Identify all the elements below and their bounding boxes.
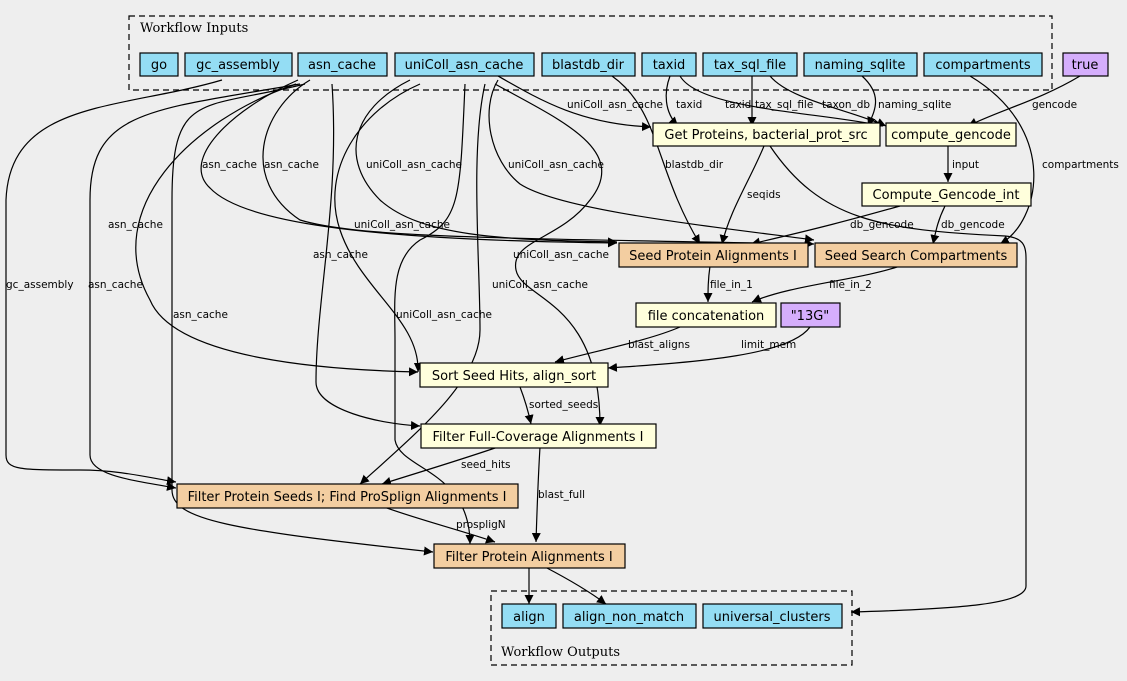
input-node-naming-sqlite[interactable]: naming_sqlite [803,52,918,77]
output-nodes: align align_non_match universal_clusters [501,603,843,629]
edge-label: uniColl_asn_cache [492,279,588,291]
svg-text:"13G": "13G" [791,309,830,324]
svg-text:align: align [513,610,545,625]
edge-label: input [952,159,979,171]
step-compute-gencode-int[interactable]: Compute_Gencode_int [861,182,1032,207]
step-filter-full-coverage[interactable]: Filter Full-Coverage Alignments I [420,423,657,449]
step-compute-gencode[interactable]: compute_gencode [885,122,1017,147]
svg-text:Seed Search Compartments: Seed Search Compartments [825,249,1008,264]
svg-text:Seed Protein Alignments I: Seed Protein Alignments I [629,249,797,264]
edge-label: seqids [747,189,781,201]
edge-label: asn_cache [264,159,319,171]
svg-text:compartments: compartments [935,58,1030,73]
input-node-asn-cache[interactable]: asn_cache [297,52,388,77]
svg-text:universal_clusters: universal_clusters [714,610,831,625]
input-node-gc-assembly[interactable]: gc_assembly [184,52,293,77]
input-node-compartments[interactable]: compartments [923,52,1043,77]
edge-label: tax_sql_file [755,99,813,111]
step-file-concatenation[interactable]: file concatenation [635,302,777,328]
input-node-go[interactable]: go [139,52,179,77]
input-node-taxid[interactable]: taxid [641,52,697,77]
edge-label: db_gencode [850,219,914,231]
edge-label: limit_mem [741,339,796,351]
svg-text:taxid: taxid [653,58,686,73]
edge-label: asn_cache [202,159,257,171]
edge-label: gc_assembly [6,279,74,291]
edges [5,75,1081,617]
svg-text:blastdb_dir: blastdb_dir [552,58,625,73]
step-nodes: Get Proteins, bacterial_prot_src compute… [176,122,1032,569]
edge-label: taxid [676,99,702,111]
workflow-inputs-cluster: Workflow Inputs [128,15,1053,91]
step-seed-protein-alignments[interactable]: Seed Protein Alignments I [618,242,809,268]
edge-label: asn_cache [108,219,163,231]
edge-label: taxid [725,99,751,111]
input-nodes: go gc_assembly asn_cache uniColl_asn_cac… [139,52,1109,77]
edge-label: blast_full [538,489,585,501]
svg-text:true: true [1072,58,1099,73]
svg-text:go: go [151,58,167,73]
output-node-align[interactable]: align [501,603,557,629]
workflow-inputs-label: Workflow Inputs [140,21,248,36]
edge-label: sorted_seeds [529,399,598,411]
edge-label: uniColl_asn_cache [366,159,462,171]
step-filter-protein-seeds[interactable]: Filter Protein Seeds I; Find ProSplign A… [176,483,519,509]
step-sort-seed-hits[interactable]: Sort Seed Hits, align_sort [419,362,609,388]
svg-text:asn_cache: asn_cache [308,58,376,73]
output-node-align-non-match[interactable]: align_non_match [562,603,697,629]
constant-node-true[interactable]: true [1062,52,1109,77]
svg-text:tax_sql_file: tax_sql_file [714,58,786,73]
edge-label: blastdb_dir [665,159,724,171]
step-get-proteins[interactable]: Get Proteins, bacterial_prot_src [652,122,881,147]
svg-text:Sort Seed Hits, align_sort: Sort Seed Hits, align_sort [432,369,596,384]
svg-text:Filter Protein Seeds I; Find P: Filter Protein Seeds I; Find ProSplign A… [188,490,507,505]
output-node-universal-clusters[interactable]: universal_clusters [702,603,843,629]
workflow-outputs-cluster: Workflow Outputs [490,590,853,666]
edge-label: uniColl_asn_cache [513,249,609,261]
step-seed-search-compartments[interactable]: Seed Search Compartments [814,242,1018,268]
svg-text:naming_sqlite: naming_sqlite [815,58,906,73]
edge-label: naming_sqlite [878,99,951,111]
edge-label: db_gencode [941,219,1005,231]
edge-label: uniColl_asn_cache [508,159,604,171]
input-node-blastdb-dir[interactable]: blastdb_dir [541,52,636,77]
svg-text:file concatenation: file concatenation [648,309,765,324]
step-filter-protein-alignments[interactable]: Filter Protein Alignments I [433,543,626,569]
edge-label: uniColl_asn_cache [354,219,450,231]
edge-label: asn_cache [313,249,368,261]
svg-text:Compute_Gencode_int: Compute_Gencode_int [873,188,1020,203]
edge-label: file_in_2 [829,279,872,291]
svg-text:Filter Protein Alignments I: Filter Protein Alignments I [445,550,612,565]
edge-label: taxon_db [822,99,870,111]
svg-text:align_non_match: align_non_match [574,610,684,625]
edge-label: asn_cache [173,309,228,321]
edge-label: file_in_1 [710,279,753,291]
svg-text:Filter Full-Coverage Alignment: Filter Full-Coverage Alignments I [432,430,643,445]
edge-label: uniColl_asn_cache [396,309,492,321]
edge-label: uniColl_asn_cache [567,99,663,111]
workflow-outputs-label: Workflow Outputs [501,645,620,660]
edge-label: compartments [1042,159,1119,171]
edge-label: gencode [1032,99,1077,111]
edge-labels: uniColl_asn_cache taxid taxid tax_sql_fi… [6,99,1119,531]
svg-text:gc_assembly: gc_assembly [196,58,280,73]
edge-label: asn_cache [88,279,143,291]
svg-text:Get Proteins, bacterial_prot_s: Get Proteins, bacterial_prot_src [664,128,867,143]
edge-label: prospligN [456,519,506,531]
constant-node-13g[interactable]: "13G" [780,302,841,328]
input-node-tax-sql-file[interactable]: tax_sql_file [702,52,798,77]
input-node-unicoll-asn-cache[interactable]: uniColl_asn_cache [394,52,535,77]
edge-label: blast_aligns [628,339,690,351]
svg-text:uniColl_asn_cache: uniColl_asn_cache [405,58,524,73]
svg-text:compute_gencode: compute_gencode [891,128,1011,143]
edge-label: seed_hits [461,459,510,471]
